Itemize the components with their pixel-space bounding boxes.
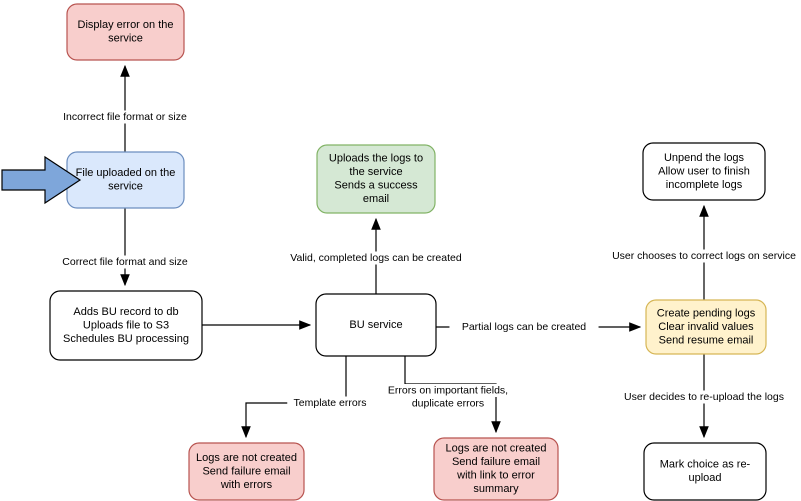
edge-label-backing xyxy=(597,249,801,263)
node-label: Schedules BU processing xyxy=(63,333,189,345)
node-label: Unpend the logs xyxy=(664,152,745,164)
node-label: Send failure email xyxy=(452,456,540,468)
node-shape[interactable] xyxy=(315,293,437,357)
node-shape[interactable] xyxy=(642,142,766,201)
node-label: File uploaded on the xyxy=(76,167,176,179)
edge-label-backing xyxy=(45,110,205,124)
edge-label-bu-service-to-uploads-logs: Valid, completed logs can be created xyxy=(277,251,475,265)
edge-label-create-pending-logs-to-mark-choice: User decides to re-upload the logs xyxy=(610,390,798,404)
node-label: service xyxy=(108,181,143,193)
node-label: Send resume email xyxy=(659,334,754,346)
node-label: Send failure email xyxy=(202,465,290,477)
edge-label-file-uploaded-to-display-error: Incorrect file format or size xyxy=(45,110,205,124)
edge-label-bu-service-to-logs-not-created-template: Template errors xyxy=(287,396,373,410)
node-label: Uploads file to S3 xyxy=(83,319,169,331)
edge-label-bu-service-to-logs-not-created-summary: Errors on important fields,duplicate err… xyxy=(373,384,523,410)
edge-label-backing xyxy=(610,390,798,404)
edge-label-text: Partial logs can be created xyxy=(462,321,586,333)
edge-label-backing xyxy=(449,320,599,334)
edge-label-text: Incorrect file format or size xyxy=(63,111,187,123)
edge-label-text: Errors on important fields, xyxy=(388,384,508,396)
node-bu-service[interactable]: BU service xyxy=(315,293,437,357)
edge-label-text: User chooses to correct logs on service xyxy=(612,250,796,262)
edge-label-backing xyxy=(402,397,494,410)
node-label: email xyxy=(363,193,389,205)
node-label: Create pending logs xyxy=(657,307,756,319)
edge-label-backing xyxy=(287,396,373,410)
edge-label-backing xyxy=(277,251,475,265)
node-label: service xyxy=(108,33,143,45)
edge-label-bu-service-to-create-pending-logs: Partial logs can be created xyxy=(449,320,599,334)
node-label: Sends a success xyxy=(334,180,418,192)
node-label: upload xyxy=(688,472,721,484)
node-label: with link to error xyxy=(456,470,535,482)
node-label: the service xyxy=(349,166,402,178)
node-file-uploaded[interactable]: File uploaded on the service xyxy=(66,151,185,209)
node-shape[interactable] xyxy=(433,437,559,501)
node-label: Clear invalid values xyxy=(658,321,754,333)
edge-label-backing xyxy=(373,384,523,397)
node-shape[interactable] xyxy=(645,299,767,355)
edge-label-file-uploaded-to-adds-bu-record: Correct file format and size xyxy=(47,255,203,269)
edge-label-text: Template errors xyxy=(294,397,367,409)
node-shape[interactable] xyxy=(188,442,305,501)
edge-label-text: User decides to re-upload the logs xyxy=(624,391,784,403)
node-label: incomplete logs xyxy=(666,179,743,191)
node-shape[interactable] xyxy=(316,144,436,214)
edge-label-create-pending-logs-to-unpend-logs: User chooses to correct logs on service xyxy=(597,249,801,263)
edge-label-text: duplicate errors xyxy=(412,397,484,409)
node-label: Logs are not created xyxy=(446,443,547,455)
node-label: Uploads the logs to xyxy=(329,153,423,165)
node-label: Logs are not created xyxy=(196,452,297,464)
node-shape[interactable] xyxy=(49,290,203,361)
node-label: BU service xyxy=(349,319,402,331)
node-label: with errors xyxy=(220,479,273,491)
node-label: summary xyxy=(473,483,519,495)
edge-label-text: Valid, completed logs can be created xyxy=(290,252,462,264)
node-mark-choice-reupload[interactable]: Mark choice as re-upload xyxy=(643,442,767,501)
edge-label-text: Correct file format and size xyxy=(62,256,188,268)
node-display-error[interactable]: Display error on the service xyxy=(66,3,185,61)
entry-arrow-layer xyxy=(1,155,82,205)
node-shape[interactable] xyxy=(643,442,767,501)
node-label: Mark choice as re- xyxy=(660,459,751,471)
node-label: Display error on the xyxy=(78,19,174,31)
edge-label-backing xyxy=(47,255,203,269)
node-label: Allow user to finish xyxy=(658,165,750,177)
entry-block-arrow-icon xyxy=(1,155,82,205)
node-shape[interactable] xyxy=(66,3,185,61)
node-label: Adds BU record to db xyxy=(73,306,178,318)
